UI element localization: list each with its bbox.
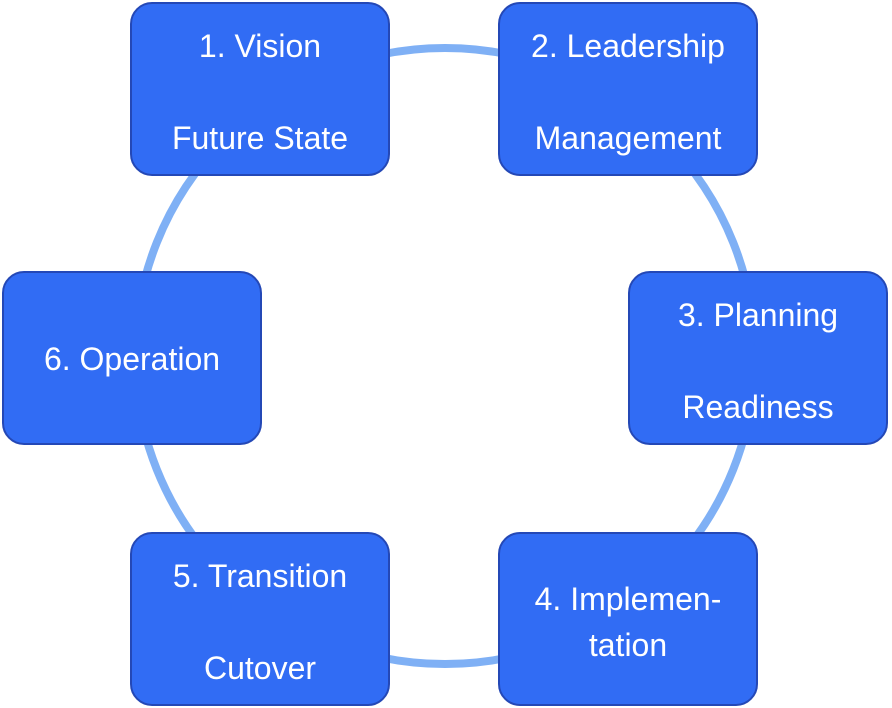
stage-vision-box: 1. Vision Future State bbox=[130, 2, 390, 176]
stage-implementation-title-line2: tation bbox=[588, 627, 668, 663]
stage-vision-subtitle: Future State bbox=[171, 120, 349, 156]
stage-planning-subtitle: Readiness bbox=[682, 389, 834, 425]
stage-operation-box: 6. Operation bbox=[2, 271, 262, 445]
stage-operation-title: 6. Operation bbox=[43, 341, 221, 377]
stage-leadership-subtitle: Management bbox=[534, 120, 722, 156]
stage-transition-box: 5. Transition Cutover bbox=[130, 532, 390, 706]
stage-transition-title: 5. Transition bbox=[172, 558, 348, 594]
stage-vision-title: 1. Vision bbox=[198, 28, 322, 64]
stage-transition-subtitle: Cutover bbox=[203, 650, 317, 686]
stage-planning-box: 3. Planning Readiness bbox=[628, 271, 888, 445]
stage-implementation-title-line1: 4. Implemen- bbox=[534, 581, 722, 617]
stage-leadership-title: 2. Leadership bbox=[531, 28, 725, 64]
stage-leadership-box: 2. Leadership Management bbox=[498, 2, 758, 176]
stage-planning-title: 3. Planning bbox=[677, 297, 839, 333]
stage-implementation-box: 4. Implemen- tation bbox=[498, 532, 758, 706]
